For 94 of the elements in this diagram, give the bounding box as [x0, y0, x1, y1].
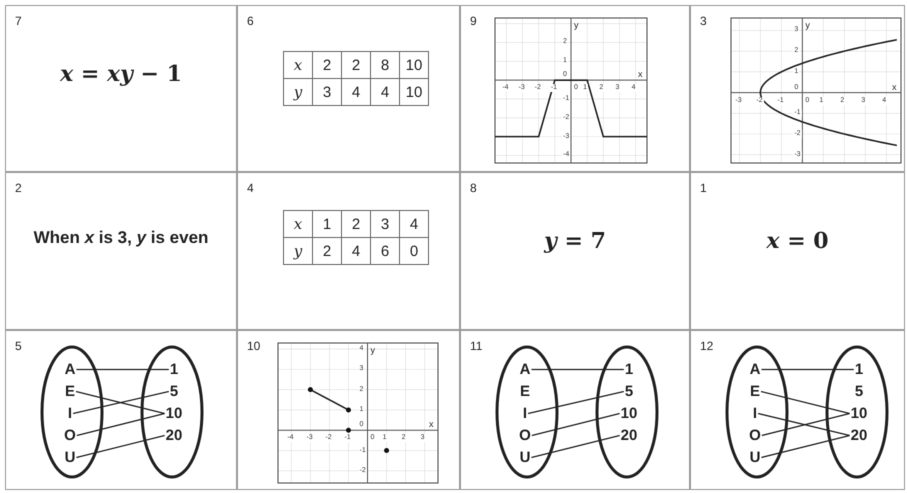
mapping-line	[76, 434, 165, 458]
mapping-line	[760, 390, 850, 414]
set-element: 5	[170, 383, 178, 400]
row-header: x	[284, 210, 312, 238]
table-value: 2	[342, 210, 370, 238]
card-number: 5	[15, 339, 22, 353]
set-element: 10	[166, 405, 182, 422]
set-oval	[40, 345, 104, 479]
table-value: 2	[312, 52, 342, 78]
set-element: 20	[620, 427, 638, 444]
card	[5, 5, 237, 172]
statement-text: When x is 3, y is even	[32, 228, 210, 248]
set-element: E	[750, 383, 760, 400]
set-element: O	[749, 427, 761, 444]
set-element: A	[520, 361, 530, 378]
axis-label: y	[574, 20, 578, 30]
set-element: E	[65, 383, 75, 400]
table-value: 10	[400, 78, 428, 106]
set-element: A	[750, 361, 760, 378]
card-number: 6	[247, 14, 254, 28]
row-header: x	[284, 52, 312, 78]
mapping-line	[76, 412, 165, 436]
card-number: 2	[15, 181, 22, 195]
set-oval	[495, 345, 559, 479]
card-number: 8	[470, 181, 477, 195]
mapping-line	[76, 368, 169, 370]
table-value: 6	[370, 238, 400, 264]
set-element: A	[64, 361, 76, 378]
mapping-line	[531, 434, 620, 458]
set-element: O	[519, 427, 531, 444]
table-value: 1	[312, 210, 342, 238]
card	[690, 172, 905, 330]
set-oval	[725, 345, 789, 479]
table-value: 2	[312, 238, 342, 264]
set-element: 5	[624, 383, 634, 400]
table-value: 2	[342, 52, 370, 78]
equation-text: y = 7	[542, 228, 607, 254]
card-number: 12	[700, 339, 714, 353]
set-oval	[825, 345, 889, 479]
set-element: 1	[854, 361, 864, 378]
set-element: 10	[850, 405, 868, 422]
card-number: 1	[700, 181, 707, 195]
axis-label: y	[805, 20, 810, 30]
equation-text: x = 0	[765, 228, 830, 254]
mapping-line	[761, 434, 850, 458]
axis-label: x	[892, 82, 896, 92]
set-element: I	[752, 405, 758, 422]
axis-label: y	[370, 345, 376, 355]
table-value: 3	[370, 210, 400, 238]
card	[5, 330, 237, 490]
card	[690, 330, 905, 490]
set-element: I	[522, 405, 528, 422]
table-value: 4	[400, 210, 428, 238]
card-number: 10	[247, 339, 260, 353]
card-number: 9	[470, 14, 477, 28]
row-header: y	[284, 238, 312, 264]
set-element: U	[520, 449, 530, 466]
card-number: 7	[15, 14, 22, 28]
mapping-line	[531, 368, 624, 370]
card	[237, 5, 460, 172]
card	[460, 330, 690, 490]
set-element: I	[68, 405, 72, 422]
card	[460, 172, 690, 330]
set-oval	[595, 345, 659, 479]
mapping-line	[532, 412, 620, 436]
table-value: 4	[342, 238, 370, 264]
set-oval	[140, 345, 204, 479]
row-header: y	[284, 78, 312, 106]
set-element: E	[520, 383, 530, 400]
set-element: U	[750, 449, 760, 466]
set-element: 10	[620, 405, 638, 422]
card	[5, 172, 237, 330]
set-element: O	[64, 427, 76, 444]
equation-text: x = xy − 1	[59, 61, 183, 87]
mapping-line	[528, 390, 624, 414]
card-number: 3	[700, 14, 707, 28]
card-number: 11	[470, 339, 482, 353]
axis-label: x	[429, 419, 434, 430]
card-number: 4	[247, 181, 254, 195]
set-element: U	[64, 449, 76, 466]
card	[237, 172, 460, 330]
set-element: 1	[170, 361, 178, 378]
table-value: 4	[370, 78, 400, 106]
table-value: 3	[312, 78, 342, 106]
mapping-line	[761, 368, 854, 370]
table-value: 8	[370, 52, 400, 78]
table-value: 0	[400, 238, 428, 264]
axis-label: x	[638, 69, 642, 80]
set-element: 1	[624, 361, 634, 378]
set-element: 5	[854, 383, 864, 400]
set-element: 20	[850, 427, 868, 444]
table-value: 10	[400, 52, 428, 78]
set-element: 20	[166, 427, 182, 444]
table-value: 4	[342, 78, 370, 106]
